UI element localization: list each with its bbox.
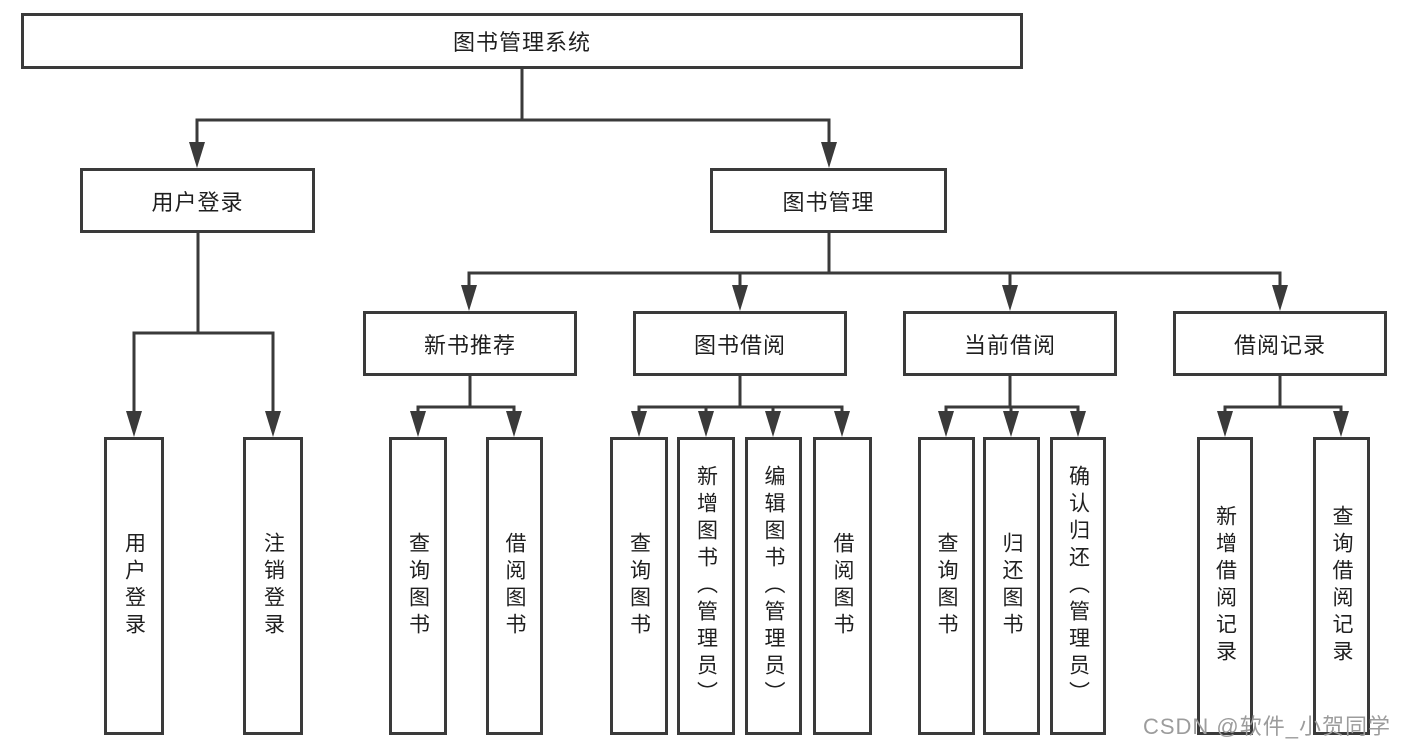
node-book-borrowing: 图书借阅 [633, 311, 847, 376]
node-current-borrowing: 当前借阅 [903, 311, 1117, 376]
leaf-query-borrow-record: 查询借阅记录 [1313, 437, 1370, 735]
node-user-login: 用户登录 [80, 168, 315, 233]
leaf-query-books-borrowing: 查询图书 [610, 437, 668, 735]
leaf-query-books-recommend: 查询图书 [389, 437, 447, 735]
leaf-borrow-books-recommend: 借阅图书 [486, 437, 543, 735]
leaf-add-borrow-record: 新增借阅记录 [1197, 437, 1253, 735]
csdn-watermark: CSDN @软件_小贺同学 [1142, 714, 1391, 739]
leaf-add-book-admin: 新增图书（管理员） [677, 437, 735, 735]
node-root-library-system: 图书管理系统 [21, 13, 1023, 69]
leaf-edit-book-admin: 编辑图书（管理员） [745, 437, 802, 735]
leaf-user-login: 用户登录 [104, 437, 164, 735]
node-new-book-recommend: 新书推荐 [363, 311, 577, 376]
leaf-confirm-return-admin: 确认归还（管理员） [1050, 437, 1106, 735]
leaf-logout: 注销登录 [243, 437, 303, 735]
leaf-borrow-books-borrowing: 借阅图书 [813, 437, 872, 735]
node-book-management: 图书管理 [710, 168, 947, 233]
node-borrowing-records: 借阅记录 [1173, 311, 1387, 376]
leaf-return-books: 归还图书 [983, 437, 1040, 735]
leaf-query-books-current: 查询图书 [918, 437, 975, 735]
